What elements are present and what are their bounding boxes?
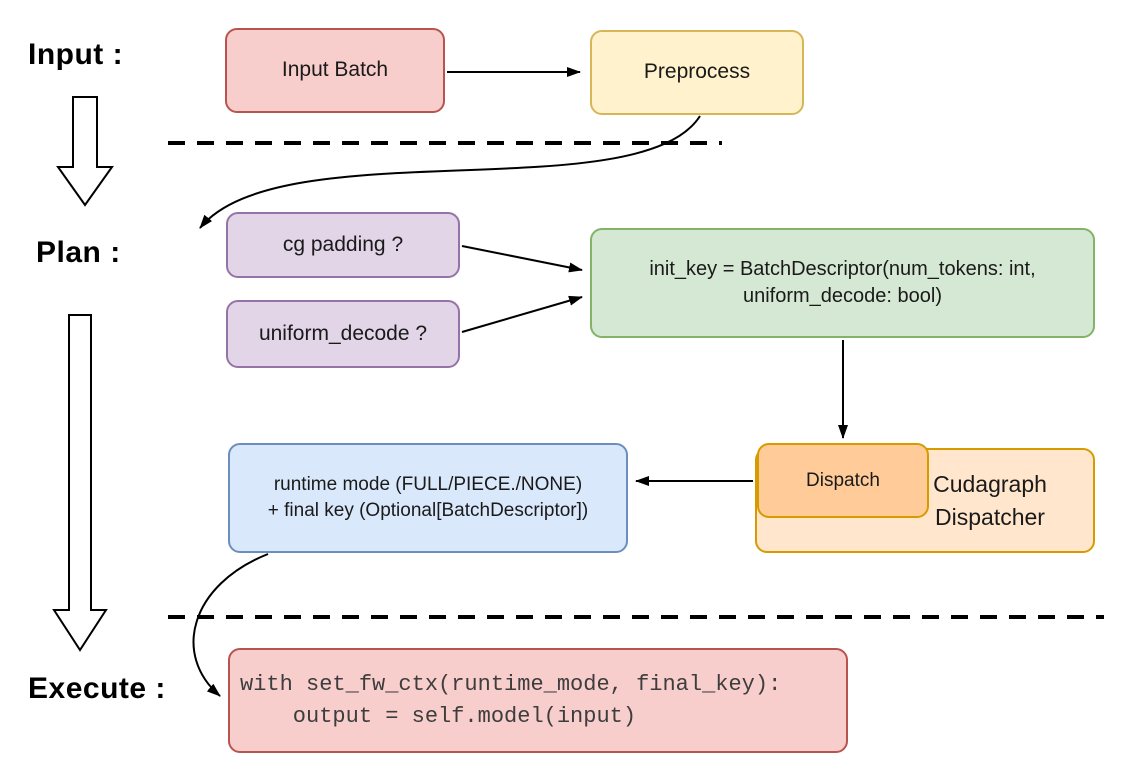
stage-label-execute: Execute : [28, 672, 166, 705]
node-preprocess: Preprocess [590, 30, 804, 115]
node-cg-padding-label: cg padding ? [282, 232, 404, 256]
arrow-cg-padding-to-init-key [461, 245, 583, 273]
arrow-uniform-decode-to-init-key [461, 295, 583, 333]
node-uniform-decode: uniform_decode ? [226, 300, 460, 368]
block-arrow-input-to-plan [56, 96, 114, 207]
stage-label-input: Input : [28, 38, 124, 71]
arrow-runtime-result-to-execute-code [192, 553, 269, 697]
node-init-key-line1: init_key = BatchDescriptor(num_tokens: i… [649, 258, 1036, 280]
node-execute-code: with set_fw_ctx(runtime_mode, final_key)… [228, 648, 848, 753]
node-runtime-result-line1: runtime mode (FULL/PIECE./NONE) [273, 474, 583, 496]
node-runtime-result-line2: + final key (Optional[BatchDescriptor]) [267, 500, 589, 521]
node-input-batch: Input Batch [225, 28, 445, 113]
node-execute-code-line2: output = self.model(input) [240, 703, 637, 729]
node-preprocess-label: Preprocess [643, 60, 751, 84]
node-cudagraph-dispatcher-label: Cudagraph Dispatcher [905, 468, 1075, 532]
node-dispatch-label: Dispatch [806, 469, 880, 491]
node-input-batch-label: Input Batch [281, 58, 389, 82]
node-cudagraph-dispatcher-line1: Cudagraph [933, 471, 1047, 498]
node-init-key-line2: uniform_decode: bool) [742, 285, 942, 307]
stage-label-plan: Plan : [36, 236, 121, 269]
node-dispatch: Dispatch [757, 443, 929, 518]
node-execute-code-line1: with set_fw_ctx(runtime_mode, final_key)… [240, 671, 782, 697]
node-runtime-result: runtime mode (FULL/PIECE./NONE) + final … [228, 443, 628, 553]
node-uniform-decode-label: uniform_decode ? [258, 321, 428, 345]
arrow-preprocess-to-cg-padding [199, 115, 701, 229]
node-cg-padding: cg padding ? [226, 212, 460, 278]
node-init-key: init_key = BatchDescriptor(num_tokens: i… [590, 228, 1095, 338]
block-arrow-plan-to-execute [52, 314, 108, 652]
node-cudagraph-dispatcher-line2: Dispatcher [935, 503, 1045, 530]
